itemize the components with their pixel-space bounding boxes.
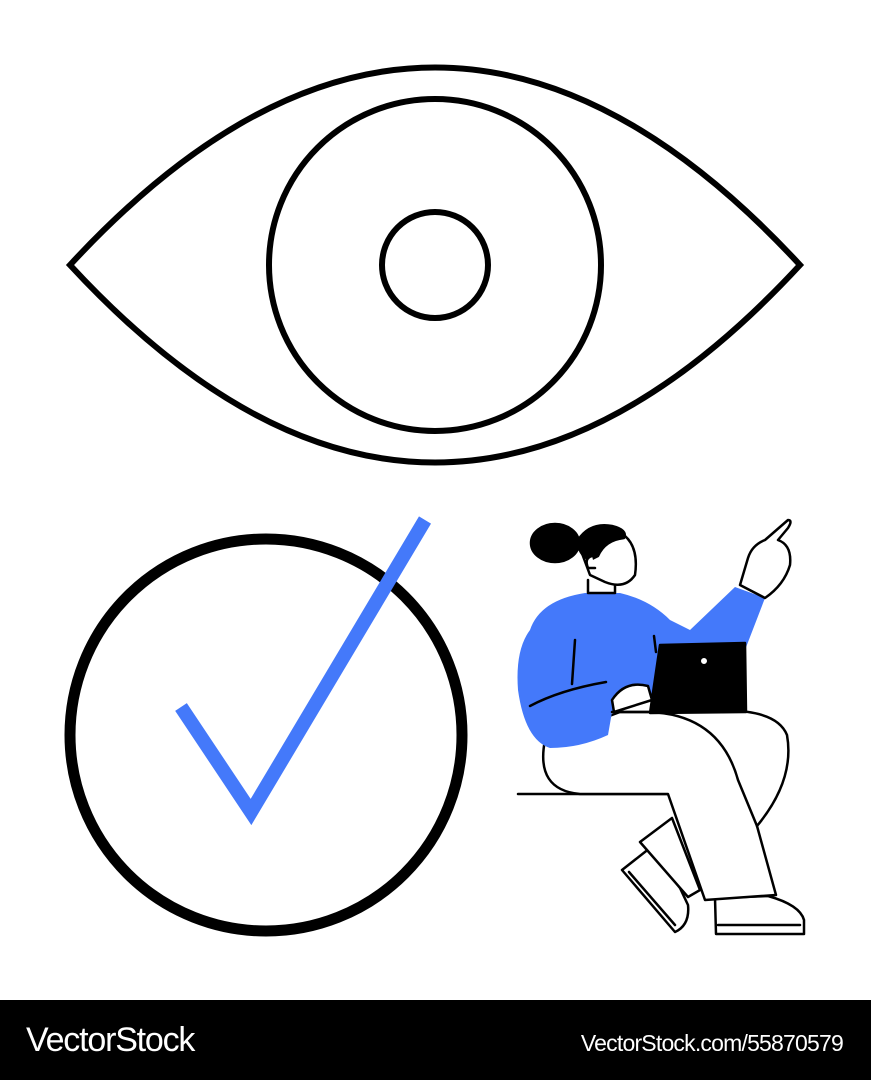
stock-id-link: VectorStock.com/55870579 <box>580 1030 844 1056</box>
brand-logo: VectorStock <box>26 1021 195 1059</box>
woman-with-laptop-illustration <box>516 518 806 936</box>
illustration <box>64 64 806 937</box>
check-circle-icon <box>64 516 468 937</box>
watermark-footer: VectorStock VectorStock.com/55870579 <box>0 1000 871 1080</box>
eye-icon <box>65 64 805 466</box>
